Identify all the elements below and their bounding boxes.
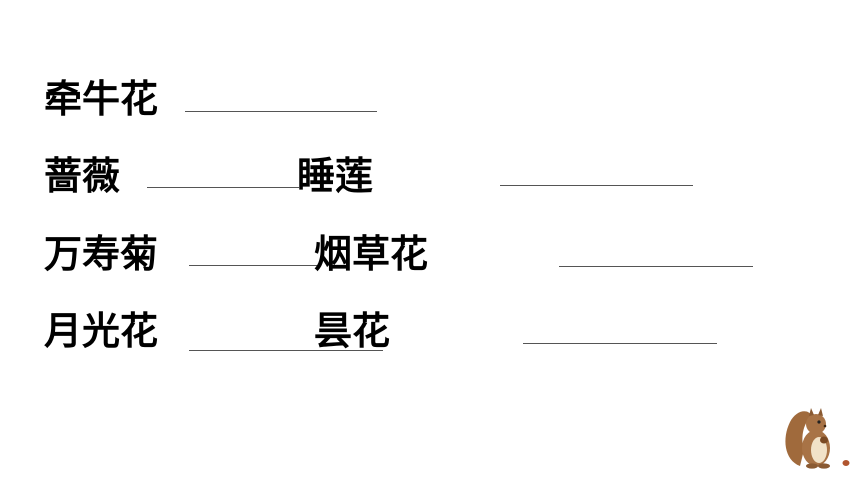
answer-blank-4[interactable] <box>189 265 319 266</box>
flower-name-morning-glory: 牵牛花 <box>44 77 159 121</box>
flower-name-marigold: 万寿菊 <box>44 232 159 276</box>
answer-blank-6[interactable] <box>189 350 383 351</box>
squirrel-icon <box>785 408 850 469</box>
flower-name-tobacco-flower: 烟草花 <box>314 232 429 276</box>
answer-blank-5[interactable] <box>559 266 753 267</box>
flower-name-water-lily: 睡莲 <box>297 154 374 198</box>
answer-blank-3[interactable] <box>500 185 693 186</box>
answer-blank-1[interactable] <box>185 111 377 112</box>
flower-name-rose: 蔷薇 <box>44 154 121 198</box>
flower-name-moonflower: 月光花 <box>44 309 159 353</box>
answer-blank-2[interactable] <box>147 187 299 188</box>
answer-blank-7[interactable] <box>523 343 717 344</box>
flower-name-epiphyllum: 昙花 <box>314 309 391 353</box>
